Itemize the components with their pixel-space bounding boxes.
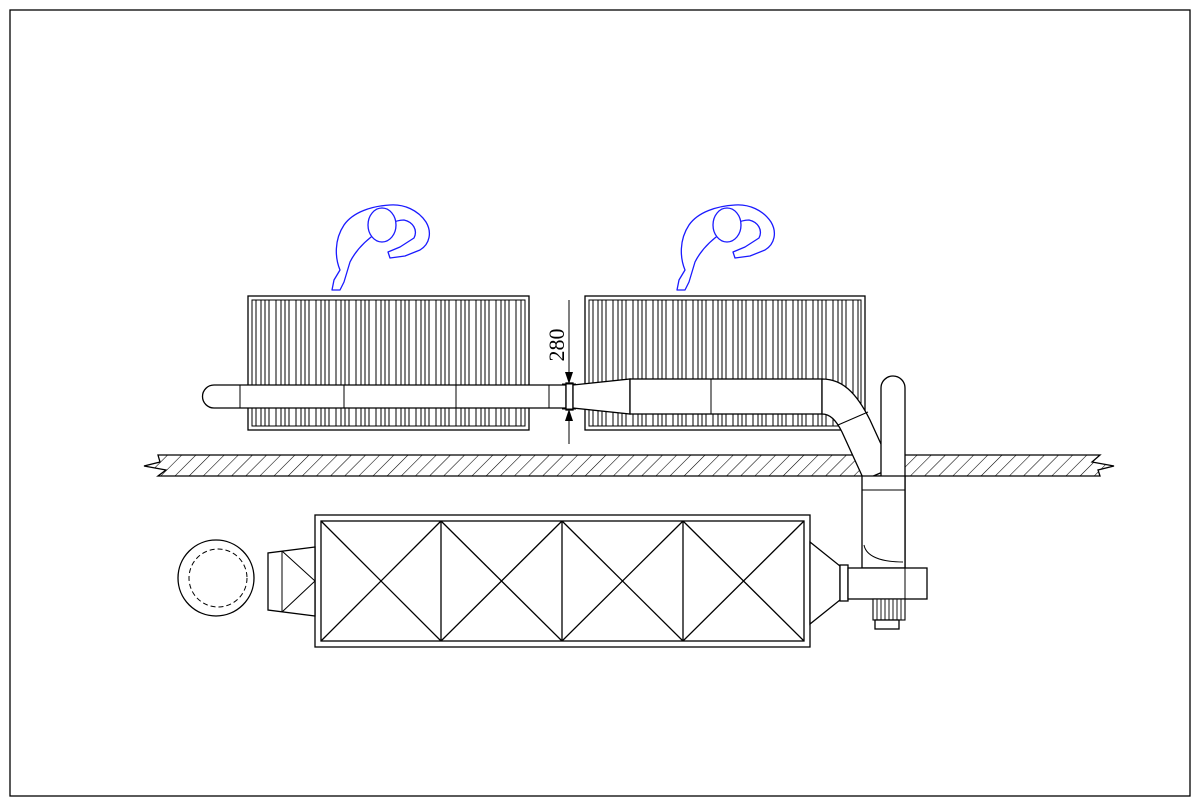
inlet-transition — [267, 546, 316, 617]
floor-section — [143, 454, 1115, 477]
drawing-frame — [9, 9, 1191, 797]
outlet-transition — [809, 540, 841, 626]
riser-duct — [861, 375, 906, 569]
cyclone-unit — [177, 539, 255, 617]
filter-housing — [314, 514, 811, 648]
operator-right — [676, 204, 776, 291]
dimension-label: 280 — [544, 329, 569, 362]
exhaust-duct — [201, 378, 893, 481]
dimension-280: 280 — [544, 300, 576, 444]
fan-motor — [872, 598, 906, 630]
grating-table-left — [247, 295, 530, 431]
operator-left — [331, 204, 431, 291]
exhaust-fan — [839, 564, 928, 602]
